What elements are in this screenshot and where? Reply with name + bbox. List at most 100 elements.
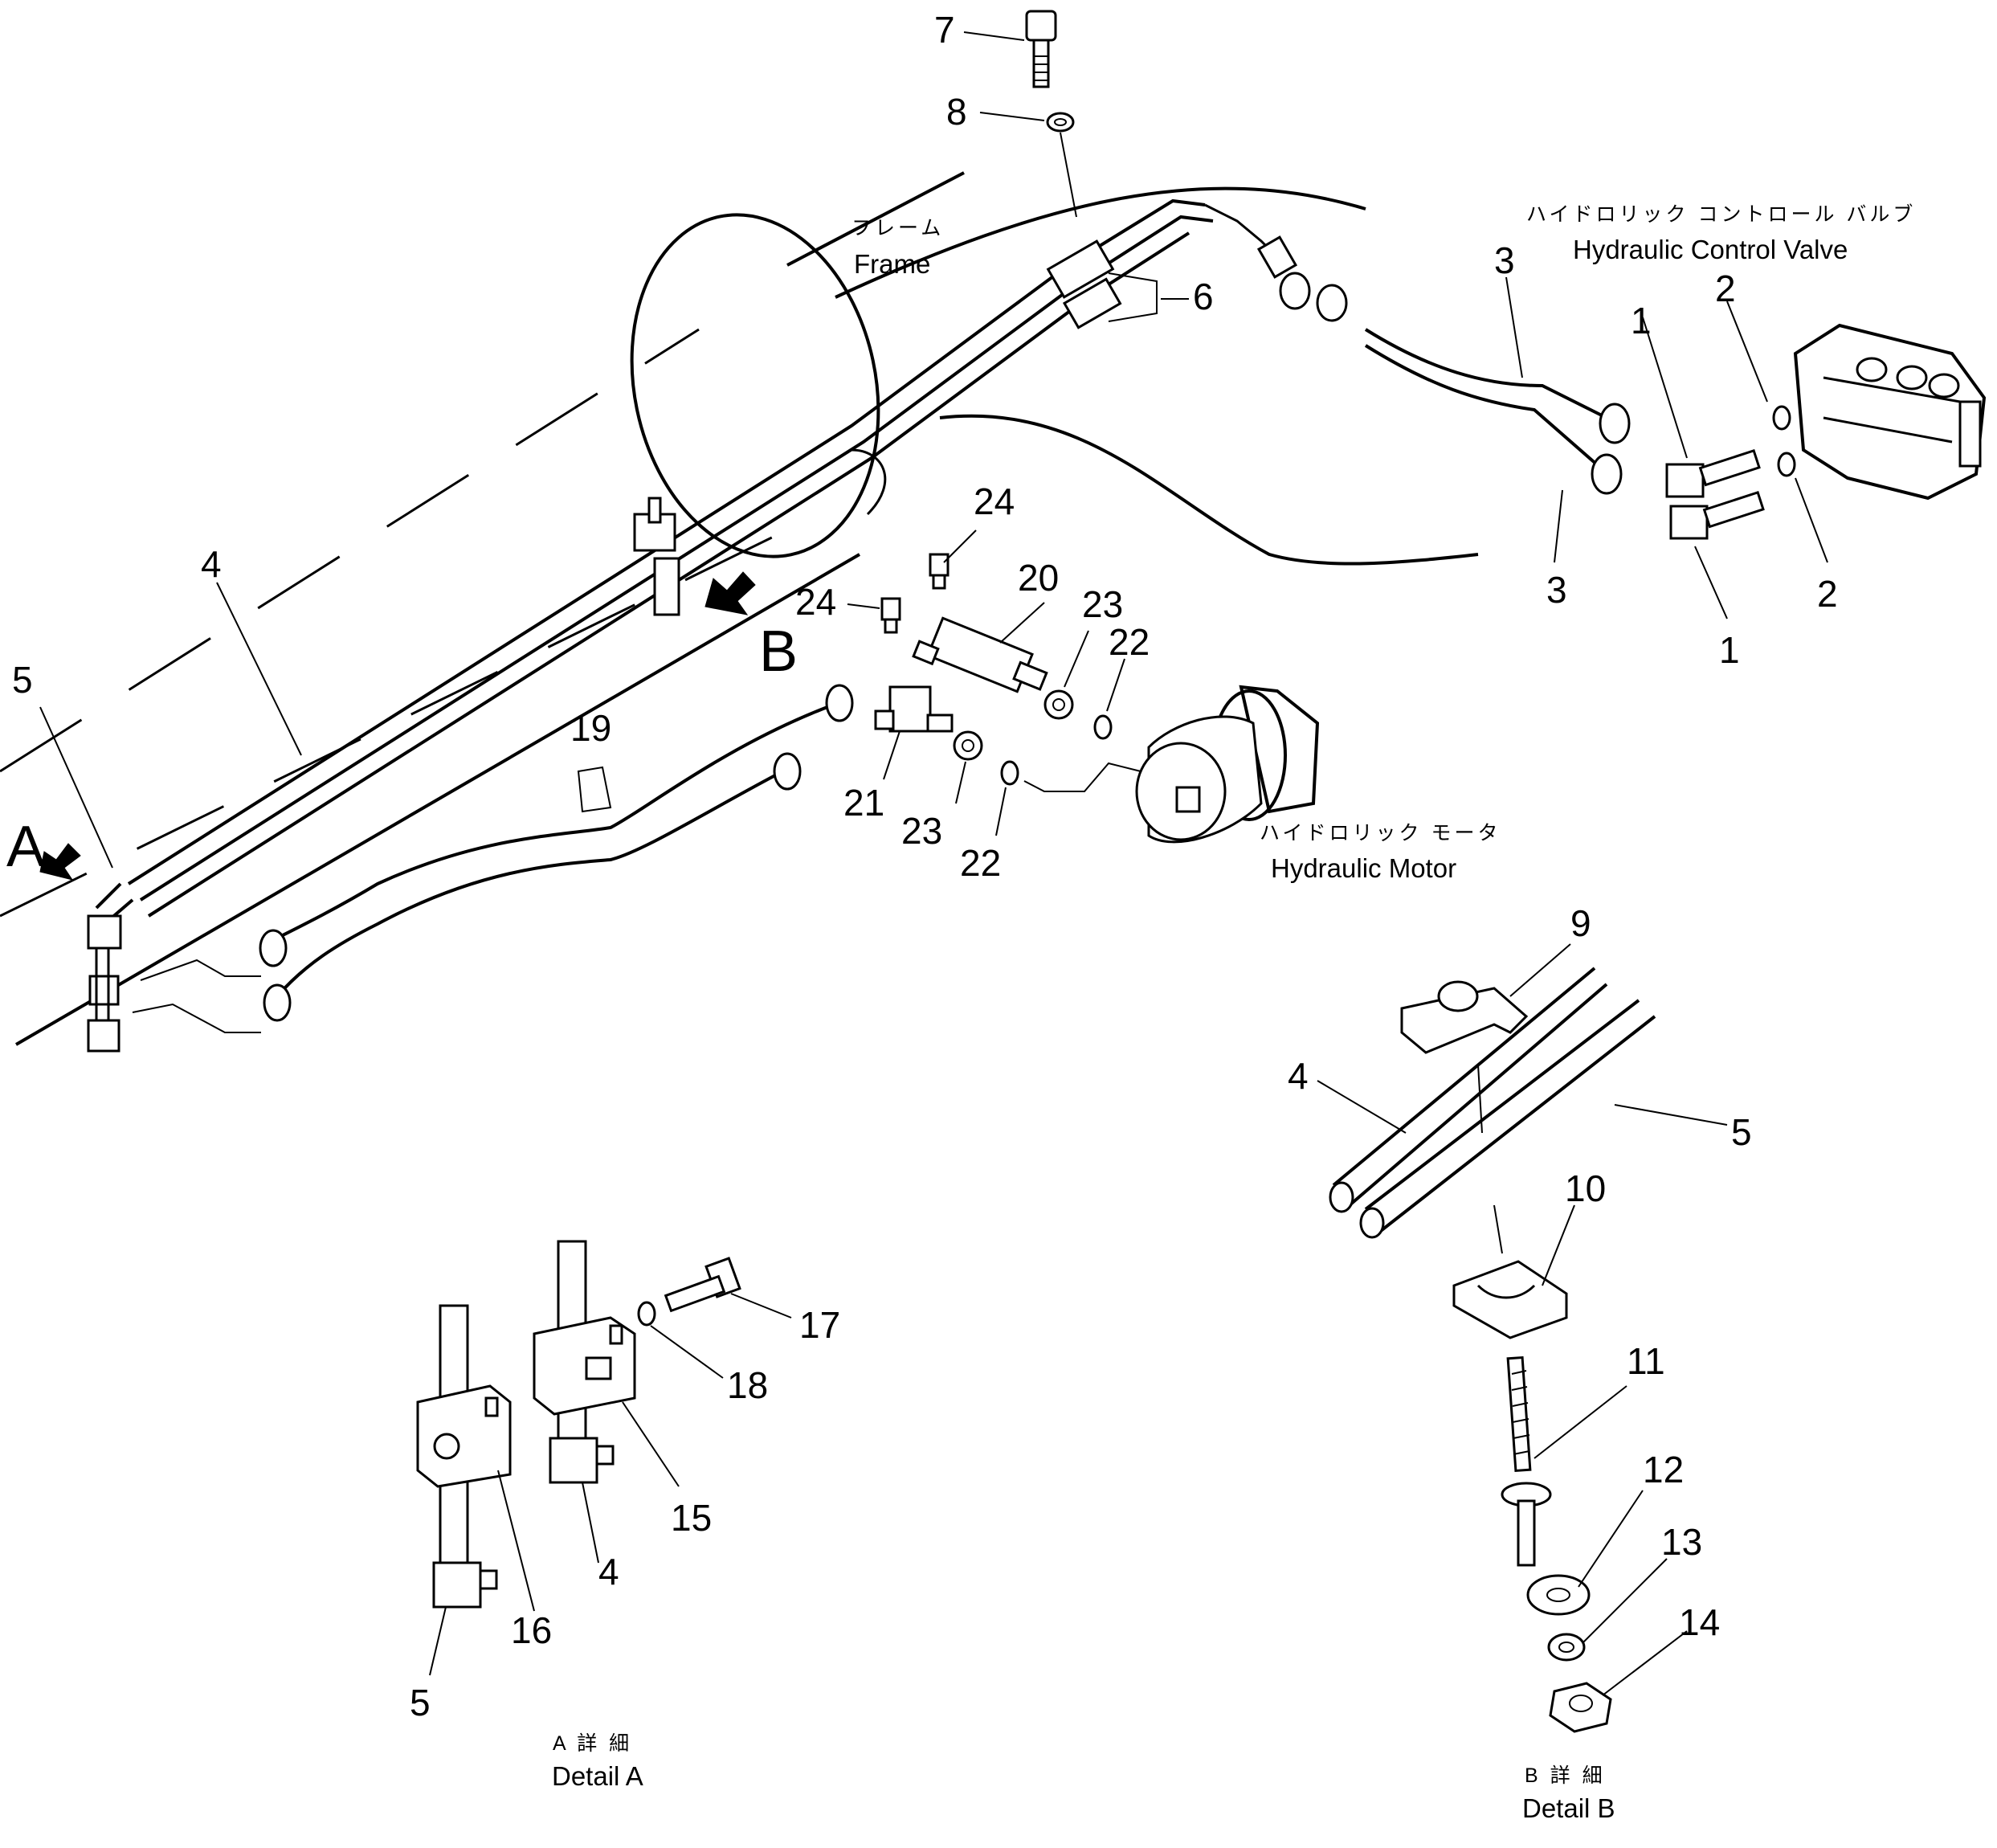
o-ring-22-lower[interactable] bbox=[1000, 760, 1019, 786]
pipe-5[interactable] bbox=[147, 231, 1190, 918]
bolt-11-thread bbox=[1506, 1355, 1532, 1473]
view-b-letter: B bbox=[759, 619, 798, 684]
callout-24-left: 24 bbox=[795, 581, 836, 623]
washer-18[interactable] bbox=[637, 1301, 656, 1327]
callout-7: 7 bbox=[934, 9, 955, 51]
leader-16 bbox=[497, 1470, 535, 1612]
adapter-20[interactable] bbox=[912, 616, 1048, 693]
detail-a-label-jp: A 詳 細 bbox=[553, 1732, 632, 1755]
leader-22-lower bbox=[995, 787, 1007, 836]
left-elbow-mid[interactable] bbox=[88, 975, 120, 1006]
callout-23-lower: 23 bbox=[901, 810, 942, 852]
grease-fitting-24-left[interactable] bbox=[880, 597, 901, 634]
callout-2-top: 2 bbox=[1715, 268, 1736, 309]
leader-15 bbox=[622, 1401, 680, 1487]
leader-21 bbox=[883, 730, 900, 780]
valve-label-jp: ハイドロリック コントロール バルブ bbox=[1526, 203, 1916, 226]
pipe-4-and-5 bbox=[95, 198, 1298, 926]
washer-12[interactable] bbox=[1526, 1574, 1591, 1616]
bolt-7[interactable] bbox=[1025, 10, 1057, 88]
connector-1-lower[interactable] bbox=[1669, 491, 1765, 540]
hose-3-lower[interactable] bbox=[1364, 344, 1600, 468]
connector-1-upper-head bbox=[1665, 463, 1705, 498]
hose-3-fitting-a bbox=[1279, 272, 1311, 310]
mid-clamp-bolt bbox=[647, 497, 662, 524]
callout-4-detail-b: 4 bbox=[1288, 1055, 1309, 1097]
nut-23-upper-hole bbox=[1052, 698, 1065, 711]
hose-19-fitting-b bbox=[773, 752, 802, 791]
detail-a-elbow-4[interactable] bbox=[549, 1437, 598, 1484]
tee-21-side bbox=[874, 709, 895, 730]
left-end-fittings bbox=[87, 914, 261, 1053]
detail-b-pipe-5[interactable] bbox=[1364, 999, 1656, 1235]
clamp-9-nut bbox=[1437, 980, 1479, 1012]
clamp-9-plate[interactable] bbox=[1400, 987, 1529, 1054]
connector-1-upper[interactable] bbox=[1665, 449, 1761, 498]
nut-14[interactable] bbox=[1549, 1682, 1612, 1733]
washer-8-shape bbox=[1046, 112, 1075, 133]
bolt-17[interactable] bbox=[664, 1257, 741, 1313]
callout-13: 13 bbox=[1661, 1521, 1702, 1563]
leader-12 bbox=[1578, 1490, 1644, 1588]
clamp-upper[interactable] bbox=[1046, 239, 1115, 299]
leader-5b bbox=[1614, 1104, 1728, 1126]
callout-8: 8 bbox=[946, 91, 967, 133]
valve-port-3 bbox=[1928, 373, 1960, 399]
leader-11 bbox=[1533, 1385, 1627, 1459]
left-elbow-lower[interactable] bbox=[87, 1019, 120, 1053]
leader-2-top bbox=[1726, 301, 1768, 403]
hose-3-end-a bbox=[1599, 403, 1631, 444]
callout-24-right: 24 bbox=[974, 480, 1015, 522]
leader-9 bbox=[1509, 943, 1571, 997]
detail-b-pipe-4[interactable] bbox=[1332, 967, 1608, 1207]
detail-a-elbow-5[interactable] bbox=[432, 1561, 482, 1609]
lock-washer-13-shape bbox=[1547, 1633, 1586, 1662]
lock-washer-13-hole bbox=[1558, 1642, 1574, 1653]
callout-20: 20 bbox=[1018, 557, 1059, 599]
nut-14-hole bbox=[1569, 1695, 1593, 1712]
frame-label-en: Frame bbox=[854, 249, 930, 279]
washer-8-hole bbox=[1054, 118, 1067, 126]
callout-11: 11 bbox=[1627, 1340, 1665, 1382]
clamp-10-groove bbox=[1476, 1284, 1536, 1299]
left-riser bbox=[95, 948, 110, 1020]
detail-b-guide-upper bbox=[1477, 1064, 1483, 1134]
frame-bottom-edge bbox=[14, 553, 861, 1046]
o-ring-2-lower[interactable] bbox=[1777, 452, 1796, 477]
leader-2-bottom bbox=[1795, 477, 1828, 563]
grease-fitting-24-right[interactable] bbox=[929, 553, 949, 590]
valve-body bbox=[1793, 323, 1987, 501]
o-ring-22-upper[interactable] bbox=[1093, 714, 1113, 740]
callout-6: 6 bbox=[1193, 276, 1214, 317]
nut-23-upper[interactable] bbox=[1043, 689, 1074, 720]
bolt-11-lower-thread bbox=[1517, 1499, 1536, 1567]
hydraulic-control-valve[interactable] bbox=[1793, 323, 1987, 501]
callout-16: 16 bbox=[511, 1609, 552, 1651]
hose-19-lower[interactable] bbox=[276, 774, 776, 998]
clamp-10-plate[interactable] bbox=[1452, 1260, 1568, 1339]
leader-14 bbox=[1602, 1630, 1688, 1696]
left-elbow-upper[interactable] bbox=[87, 914, 122, 950]
lock-washer-13[interactable] bbox=[1547, 1633, 1586, 1662]
callout-14: 14 bbox=[1679, 1601, 1720, 1643]
bolt-11[interactable] bbox=[1501, 1355, 1552, 1567]
hydraulic-motor[interactable] bbox=[1135, 685, 1320, 844]
valve-sections bbox=[1823, 376, 1961, 444]
hose-19-upper[interactable] bbox=[272, 705, 828, 942]
callout-19: 19 bbox=[570, 707, 611, 749]
o-ring-2-upper[interactable] bbox=[1772, 405, 1791, 431]
motor-flange bbox=[1239, 685, 1320, 814]
clamp-lower[interactable] bbox=[1062, 277, 1122, 329]
nut-23-lower[interactable] bbox=[953, 730, 983, 761]
valve-label-en: Hydraulic Control Valve bbox=[1573, 235, 1848, 264]
bolt-7-thread bbox=[1035, 55, 1048, 81]
tee-21[interactable] bbox=[874, 685, 954, 733]
valve-port-1 bbox=[1856, 357, 1888, 382]
washer-8[interactable] bbox=[1046, 112, 1075, 133]
frame-centerline-lower bbox=[0, 513, 820, 918]
leader-8 bbox=[979, 112, 1045, 121]
clamp-16-bolt bbox=[433, 1433, 460, 1460]
leader-20 bbox=[999, 602, 1045, 644]
hose-19-fitting-a bbox=[825, 684, 854, 722]
hose-3-upper[interactable] bbox=[1364, 328, 1607, 419]
